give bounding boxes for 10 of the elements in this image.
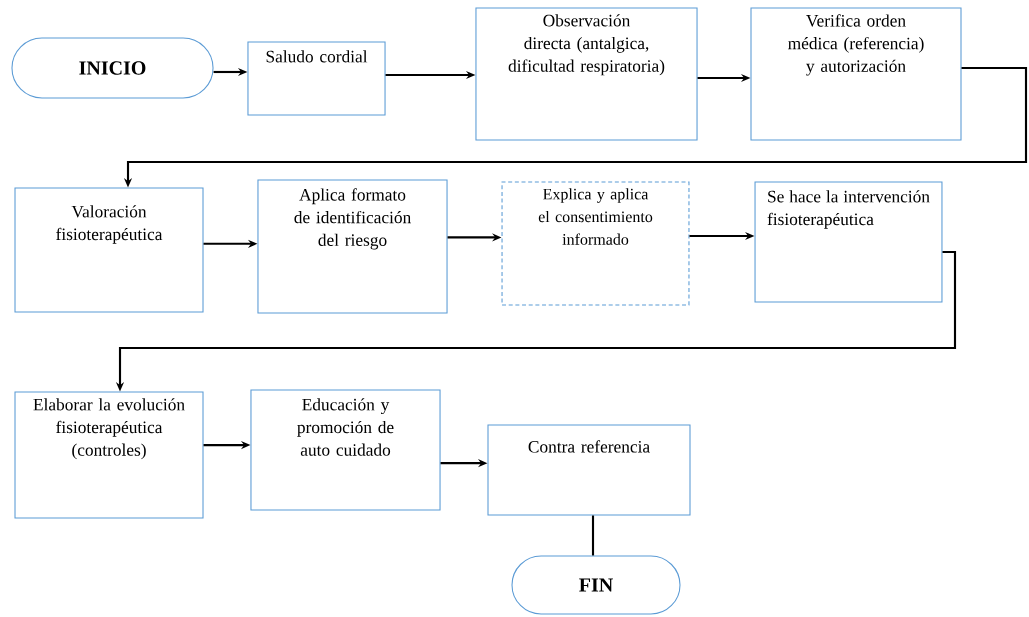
process-box: Verifica orden médica (referencia) y autorización	[750, 7, 962, 141]
process-box: Valoración fisioterapéutica	[14, 187, 204, 313]
process-box: Contra referencia	[487, 424, 691, 516]
process-box: Aplica formato de identificación del riesgo	[257, 179, 448, 314]
process-box: Se hace la intervención fisioterapéutica	[754, 181, 943, 303]
process-box: Educación y promoción de auto cuidado	[250, 389, 441, 511]
process-box: Explica y aplica el consentimiento informado	[501, 181, 690, 306]
process-box: Saludo cordial	[247, 41, 386, 116]
process-box: Elaborar la evolución fisioterapéutica (controles)	[14, 391, 204, 519]
process-box: Observación directa (antalgica, dificultad respiratoria)	[475, 7, 698, 141]
